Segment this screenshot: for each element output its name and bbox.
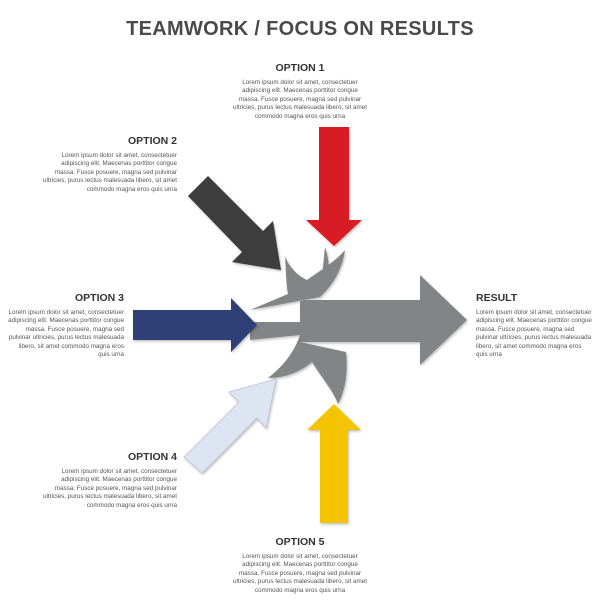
option1-body: Lorem ipsum dolor sit amet, consectetuer…	[232, 79, 368, 120]
option4-body: Lorem ipsum dolor sit amet, consectetuer…	[42, 468, 177, 509]
option4-text-block: OPTION 4 Lorem ipsum dolor sit amet, con…	[40, 451, 177, 510]
option5-text-block: OPTION 5 Lorem ipsum dolor sit amet, con…	[232, 536, 368, 595]
result-arrow	[250, 247, 467, 404]
option1-heading: OPTION 1	[275, 62, 325, 74]
option2-arrow	[188, 176, 281, 270]
option2-body: Lorem ipsum dolor sit amet, consectetuer…	[42, 152, 177, 193]
option1-text-block: OPTION 1 Lorem ipsum dolor sit amet, con…	[232, 62, 368, 121]
result-body: Lorem ipsum dolor sit amet, consectetuer…	[476, 309, 592, 359]
option3-heading: OPTION 3	[74, 292, 124, 304]
option4-arrow	[183, 378, 277, 474]
option2-text-block: OPTION 2 Lorem ipsum dolor sit amet, con…	[40, 135, 177, 194]
option5-arrow	[307, 404, 361, 523]
option3-body: Lorem ipsum dolor sit amet, consectetuer…	[8, 309, 124, 359]
option2-heading: OPTION 2	[127, 135, 177, 147]
option5-heading: OPTION 5	[275, 536, 325, 548]
option3-arrow	[133, 298, 257, 352]
page-title: TEAMWORK / FOCUS ON RESULTS	[126, 18, 474, 40]
option5-body: Lorem ipsum dolor sit amet, consectetuer…	[232, 553, 368, 594]
option3-text-block: OPTION 3 Lorem ipsum dolor sit amet, con…	[8, 292, 124, 359]
option4-heading: OPTION 4	[127, 451, 177, 463]
result-text-block: RESULT Lorem ipsum dolor sit amet, conse…	[476, 292, 592, 359]
result-heading: RESULT	[476, 292, 518, 304]
option1-arrow	[306, 127, 362, 246]
